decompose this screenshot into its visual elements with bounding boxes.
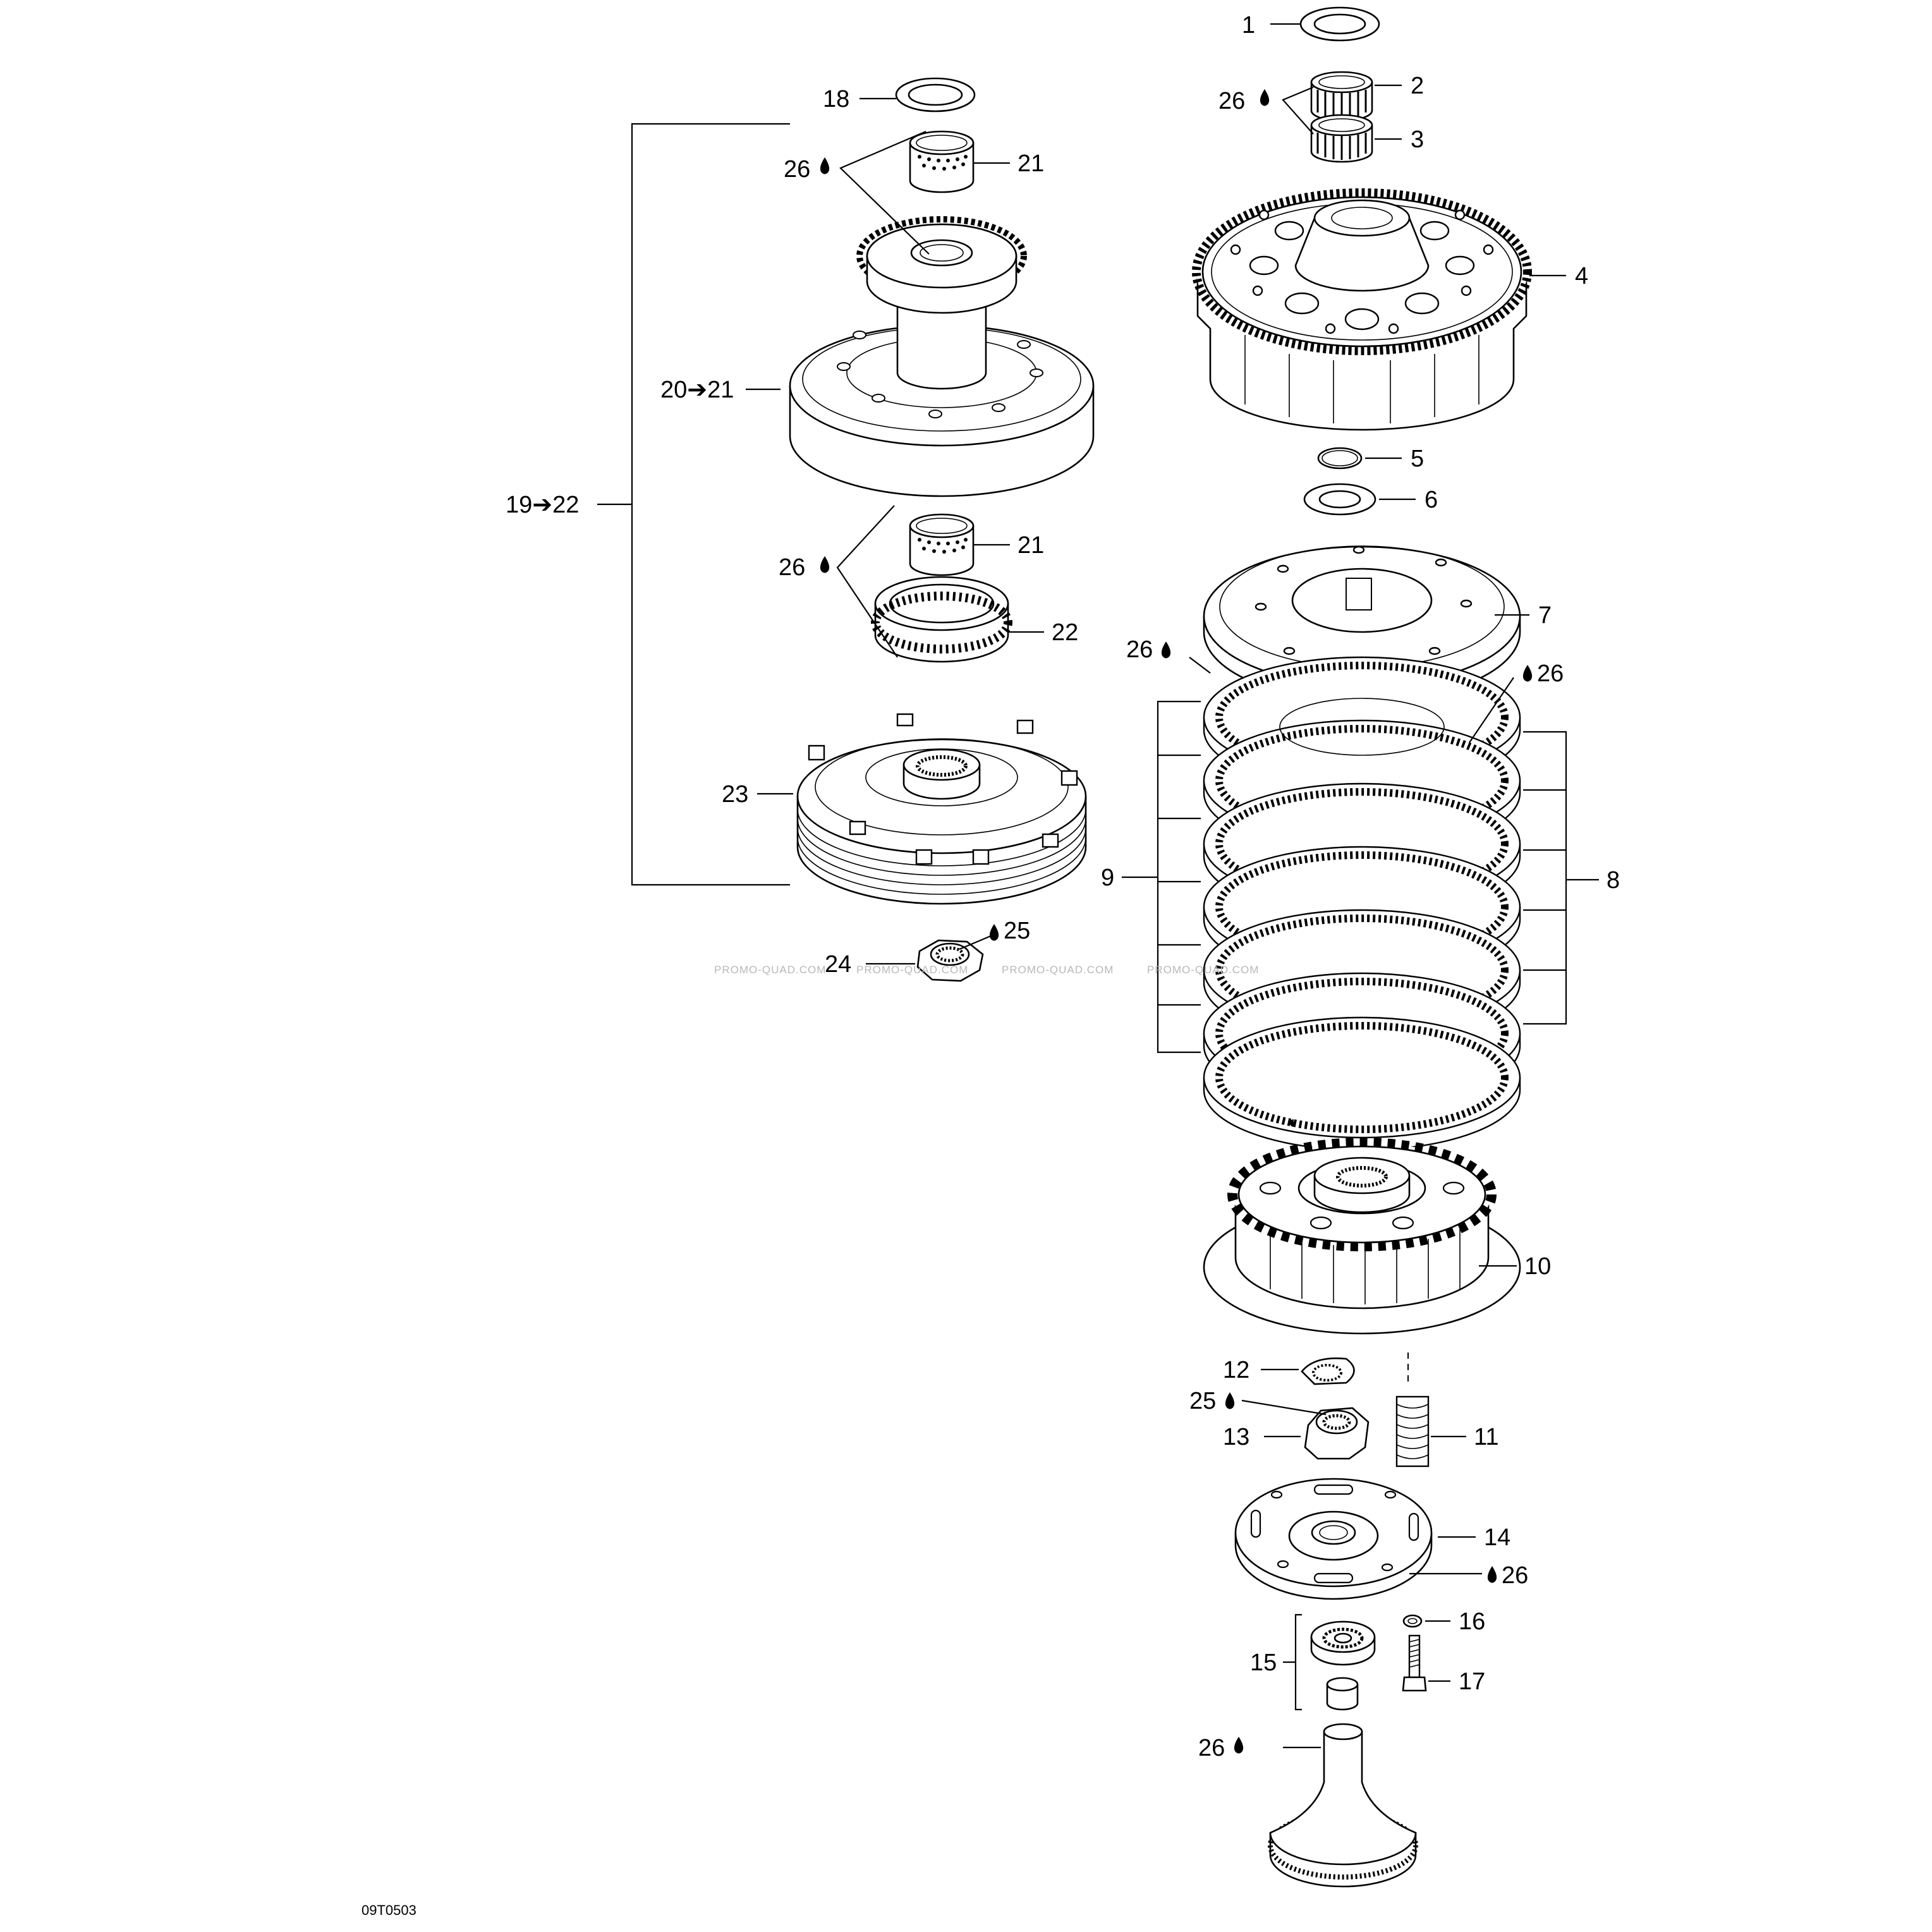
part-20-drive-gear-housing bbox=[746, 274, 1095, 497]
callout-2: 2 bbox=[1411, 73, 1424, 99]
part-18-thrust-washer bbox=[860, 77, 976, 112]
callout-26-plate-right: 26 bbox=[1537, 660, 1564, 687]
part-10-clutch-inner-hub bbox=[1203, 1138, 1521, 1335]
callout-22: 22 bbox=[1052, 619, 1078, 646]
part-4-clutch-basket-gear bbox=[1192, 188, 1566, 431]
part-pushrod-piston bbox=[1268, 1723, 1418, 1888]
callout-1: 1 bbox=[1242, 12, 1255, 39]
part-3-needle-bearing bbox=[1310, 114, 1402, 163]
callout-25-nut: 25 bbox=[1189, 1388, 1216, 1414]
callout-13: 13 bbox=[1223, 1424, 1249, 1450]
watermark-text-4: PROMO-QUAD.COM bbox=[1147, 964, 1259, 976]
callout-15: 15 bbox=[1250, 1649, 1277, 1676]
callout-18: 18 bbox=[823, 86, 849, 112]
callout-8: 8 bbox=[1607, 867, 1620, 894]
part-11-spring bbox=[1395, 1352, 1466, 1467]
callout-5: 5 bbox=[1411, 446, 1424, 472]
callout-23: 23 bbox=[722, 781, 748, 808]
part-16-washer bbox=[1402, 1614, 1450, 1628]
watermark-row: PROMO-QUAD.COM PROMO-QUAD.COM PROMO-QUAD… bbox=[714, 964, 1259, 976]
callout-12: 12 bbox=[1223, 1357, 1249, 1383]
callout-21-lower: 21 bbox=[1018, 532, 1044, 559]
part-15-bearing-assembly bbox=[1283, 1613, 1376, 1711]
part-13-hub-nut bbox=[1241, 1399, 1370, 1460]
callout-21-upper: 21 bbox=[1018, 150, 1044, 177]
callout-26-bearings: 26 bbox=[1218, 88, 1245, 114]
part-2-needle-bearing bbox=[1310, 71, 1402, 122]
part-5-o-ring bbox=[1317, 447, 1402, 470]
drawing-code: 09T0503 bbox=[361, 1902, 416, 1918]
part-14-lifter-plate bbox=[1234, 1478, 1482, 1600]
watermark-text-1: PROMO-QUAD.COM bbox=[714, 964, 826, 976]
part-21-upper-needle-bushing bbox=[909, 130, 1010, 193]
callout-25-lower: 25 bbox=[1004, 918, 1030, 944]
callout-3: 3 bbox=[1411, 126, 1424, 153]
part-23-outer-clutch-housing bbox=[757, 713, 1087, 905]
callout-9: 9 bbox=[1101, 865, 1114, 891]
part-6-washer bbox=[1303, 483, 1416, 516]
callout-26-pushrod: 26 bbox=[1198, 1735, 1225, 1761]
callout-labels: 1 2 3 26 4 5 6 7 26 26 8 9 10 12 25 13 1… bbox=[361, 12, 1620, 1918]
assembly-bracket-19-22 bbox=[597, 123, 790, 886]
part-17-bolt bbox=[1402, 1634, 1450, 1692]
callout-6: 6 bbox=[1425, 487, 1438, 513]
callout-4: 4 bbox=[1575, 263, 1588, 289]
callout-26-plate-left: 26 bbox=[1126, 636, 1153, 663]
callout-19-22: 19➔22 bbox=[506, 492, 579, 518]
watermark-text-2: PROMO-QUAD.COM bbox=[856, 964, 968, 976]
callout-24: 24 bbox=[825, 951, 851, 978]
callout-16: 16 bbox=[1459, 1608, 1485, 1635]
callout-7: 7 bbox=[1538, 602, 1552, 629]
callout-20-21: 20➔21 bbox=[660, 377, 734, 403]
part-1-thrust-washer bbox=[1270, 6, 1380, 42]
callout-26-lifter: 26 bbox=[1502, 1562, 1528, 1589]
part-20-small-gear bbox=[856, 216, 1027, 314]
callout-11: 11 bbox=[1474, 1424, 1498, 1450]
part-24-nut bbox=[866, 934, 993, 982]
part-12-lock-washer bbox=[1261, 1357, 1355, 1385]
callout-26-upper: 26 bbox=[784, 156, 810, 183]
part-22-sprag-clutch bbox=[871, 576, 1044, 663]
lube-pointer-26-bearings bbox=[1282, 86, 1314, 135]
lube-pointer-26-lower bbox=[836, 505, 898, 658]
part-21-lower-needle-bushing bbox=[909, 513, 1010, 576]
callout-17: 17 bbox=[1459, 1668, 1485, 1695]
lube-pointer-26-upper bbox=[839, 130, 930, 255]
watermark-text-3: PROMO-QUAD.COM bbox=[1002, 964, 1114, 976]
lubrication-drop-icons bbox=[820, 89, 1533, 1754]
callout-10: 10 bbox=[1524, 1253, 1551, 1280]
callout-14: 14 bbox=[1484, 1524, 1510, 1551]
callout-26-lower: 26 bbox=[779, 554, 805, 581]
parts-8-9-clutch-plate-stack bbox=[1122, 656, 1599, 1151]
